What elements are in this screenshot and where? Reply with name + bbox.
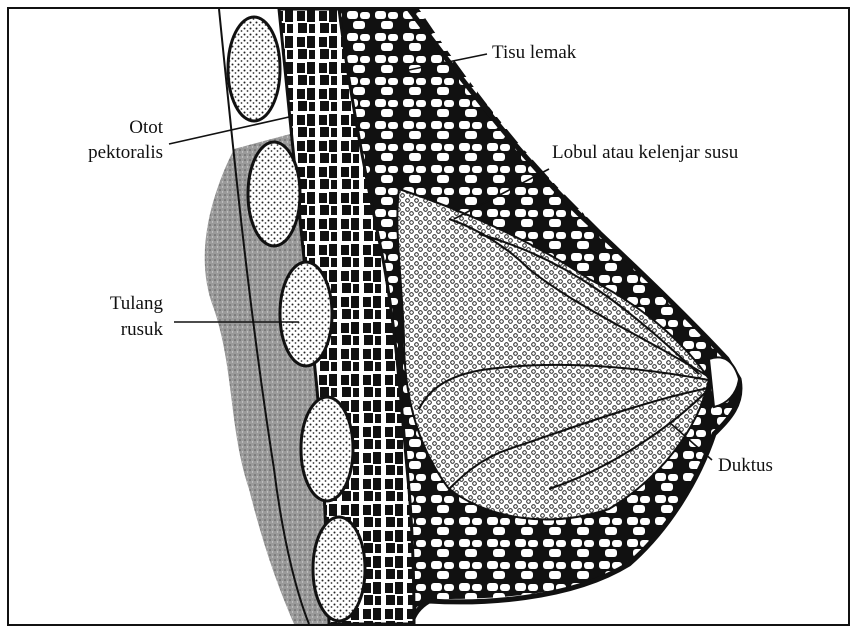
label-lobule: Lobul atau kelenjar susu [552,142,738,164]
diagram-frame: Tisu lemak Otot pektoralis Lobul atau ke… [7,7,850,626]
breast-anatomy-illustration [9,9,848,624]
rib-4 [301,397,353,501]
label-pectoral-1: Otot [107,117,163,139]
rib-1 [228,17,280,121]
rib-2 [248,142,300,246]
label-rib-1: Tulang [73,293,163,315]
label-pectoral-2: pektoralis [73,142,163,164]
rib-3 [280,262,332,366]
label-fat-tissue: Tisu lemak [492,42,576,64]
label-rib-2: rusuk [73,319,163,341]
rib-5 [313,517,365,621]
label-duct: Duktus [718,455,773,477]
